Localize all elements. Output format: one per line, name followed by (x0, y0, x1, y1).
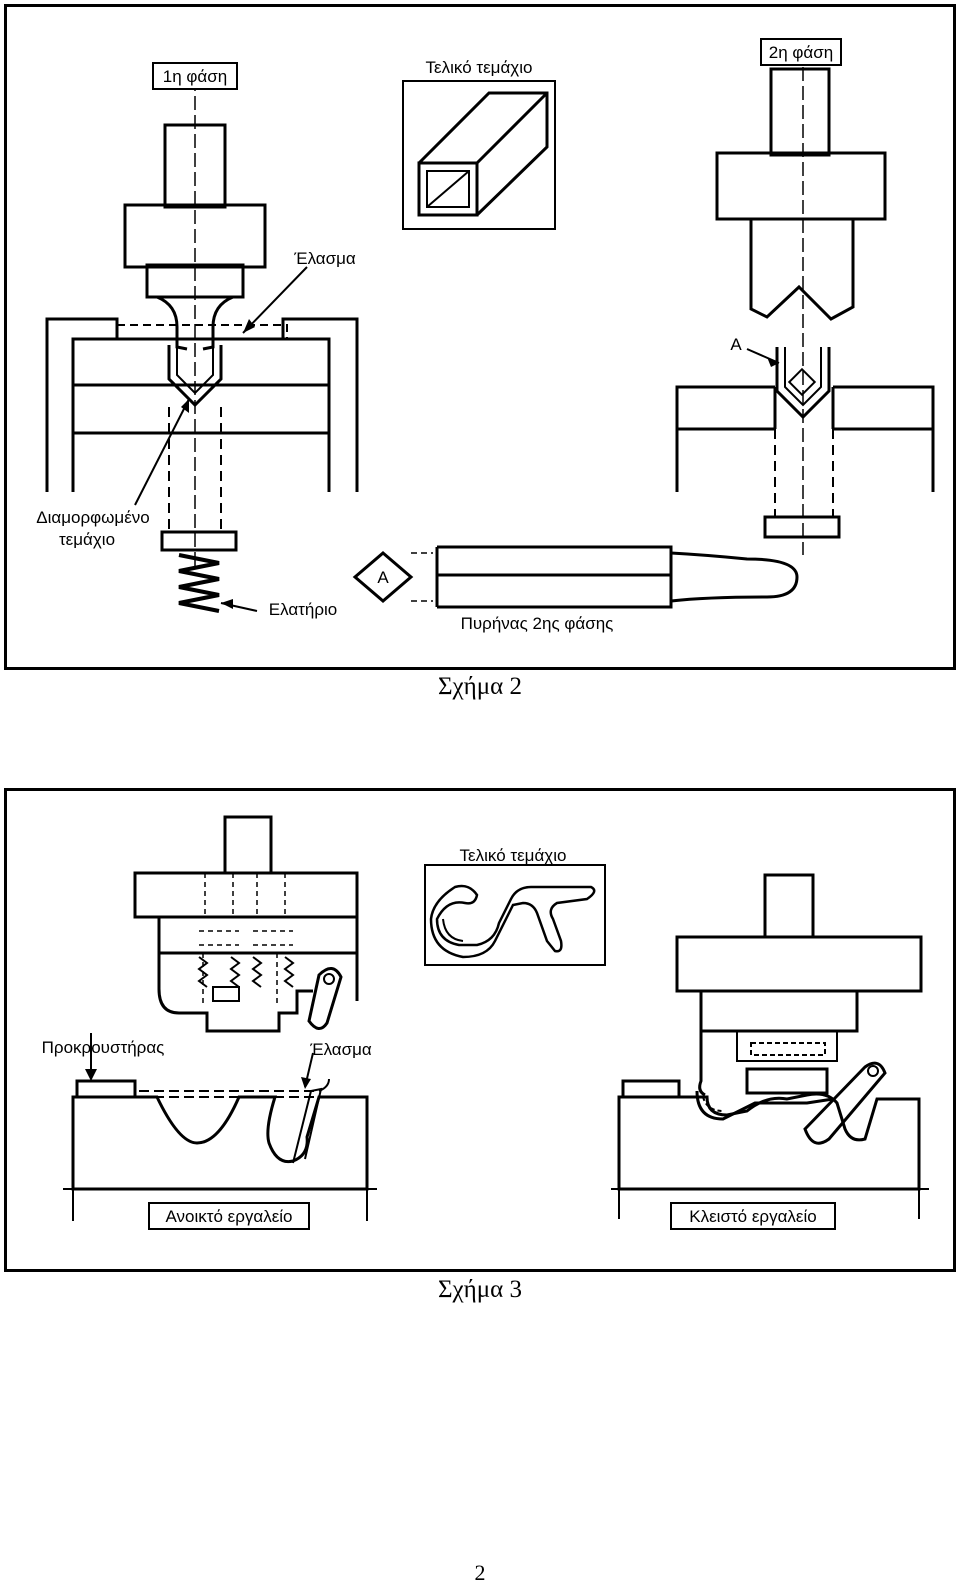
fig3-sheet-label: Έλασμα (309, 1040, 372, 1059)
figure-3-caption: Σχήμα 3 (438, 1276, 522, 1303)
formed-part-label-line2: τεμάχιο (59, 530, 115, 549)
spring-icon (178, 553, 220, 613)
phase2-die (675, 347, 935, 492)
sheet-leader-arrow (242, 266, 308, 334)
closed-tool-label: Κλειστό εργαλείο (689, 1207, 816, 1226)
phase2-label-box (760, 38, 842, 66)
phase2-label: 2η φάση (769, 43, 833, 62)
fig3-final-part-label: Τελικό τεμάχιο (460, 846, 567, 865)
open-tool-die (63, 1078, 377, 1221)
phase2-core (352, 545, 799, 609)
fig2-final-part-box (402, 80, 556, 230)
closed-tool-label-box (670, 1202, 836, 1230)
phase2-punch (715, 67, 887, 321)
figure-2-caption: Σχήμα 2 (438, 673, 522, 700)
fig2-final-part-label: Τελικό τεμάχιο (426, 58, 533, 77)
closed-tool (611, 873, 929, 1219)
spring-label: Ελατήριο (269, 600, 337, 619)
figure-2-drawing: 1η φάση Τελικό τεμάχιο 2η φάση Έλασμα A … (36, 38, 935, 633)
formed-part-label-line1: Διαμορφωμένο (36, 508, 150, 527)
open-tool-label-box (148, 1202, 310, 1230)
core-label: Πυρήνας 2ης φάσης (461, 614, 614, 633)
square-tube-icon (417, 91, 549, 217)
page-number: 2 (474, 1560, 486, 1585)
open-tool-label: Ανοικτό εργαλείο (165, 1207, 292, 1226)
figure-2-panel: 1η φάση Τελικό τεμάχιο 2η φάση Έλασμα A … (4, 4, 956, 670)
phase1-label: 1η φάση (163, 67, 227, 86)
marker-a-label: A (730, 335, 742, 354)
open-tool-upper (133, 815, 359, 1033)
figure-3-panel: Τελικό τεμάχιο Προκρουστήρας Έλασμα Ανοι… (4, 788, 956, 1272)
formed-part-leader-arrow (134, 398, 190, 506)
stop-label: Προκρουστήρας (42, 1038, 165, 1057)
phase1-ejector-plate (160, 530, 238, 552)
phase1-die (45, 317, 359, 492)
phase1-sheet (116, 324, 288, 340)
figure-3-drawing: Τελικό τεμάχιο Προκρουστήρας Έλασμα Ανοι… (42, 815, 929, 1230)
core-marker-a-label: A (377, 568, 389, 587)
fig2-sheet-label: Έλασμα (293, 249, 356, 268)
phase1-label-box (152, 62, 238, 90)
bent-strip-icon (429, 884, 596, 959)
phase2-ejector-plate (763, 515, 841, 539)
fig3-final-part-box (424, 864, 606, 966)
